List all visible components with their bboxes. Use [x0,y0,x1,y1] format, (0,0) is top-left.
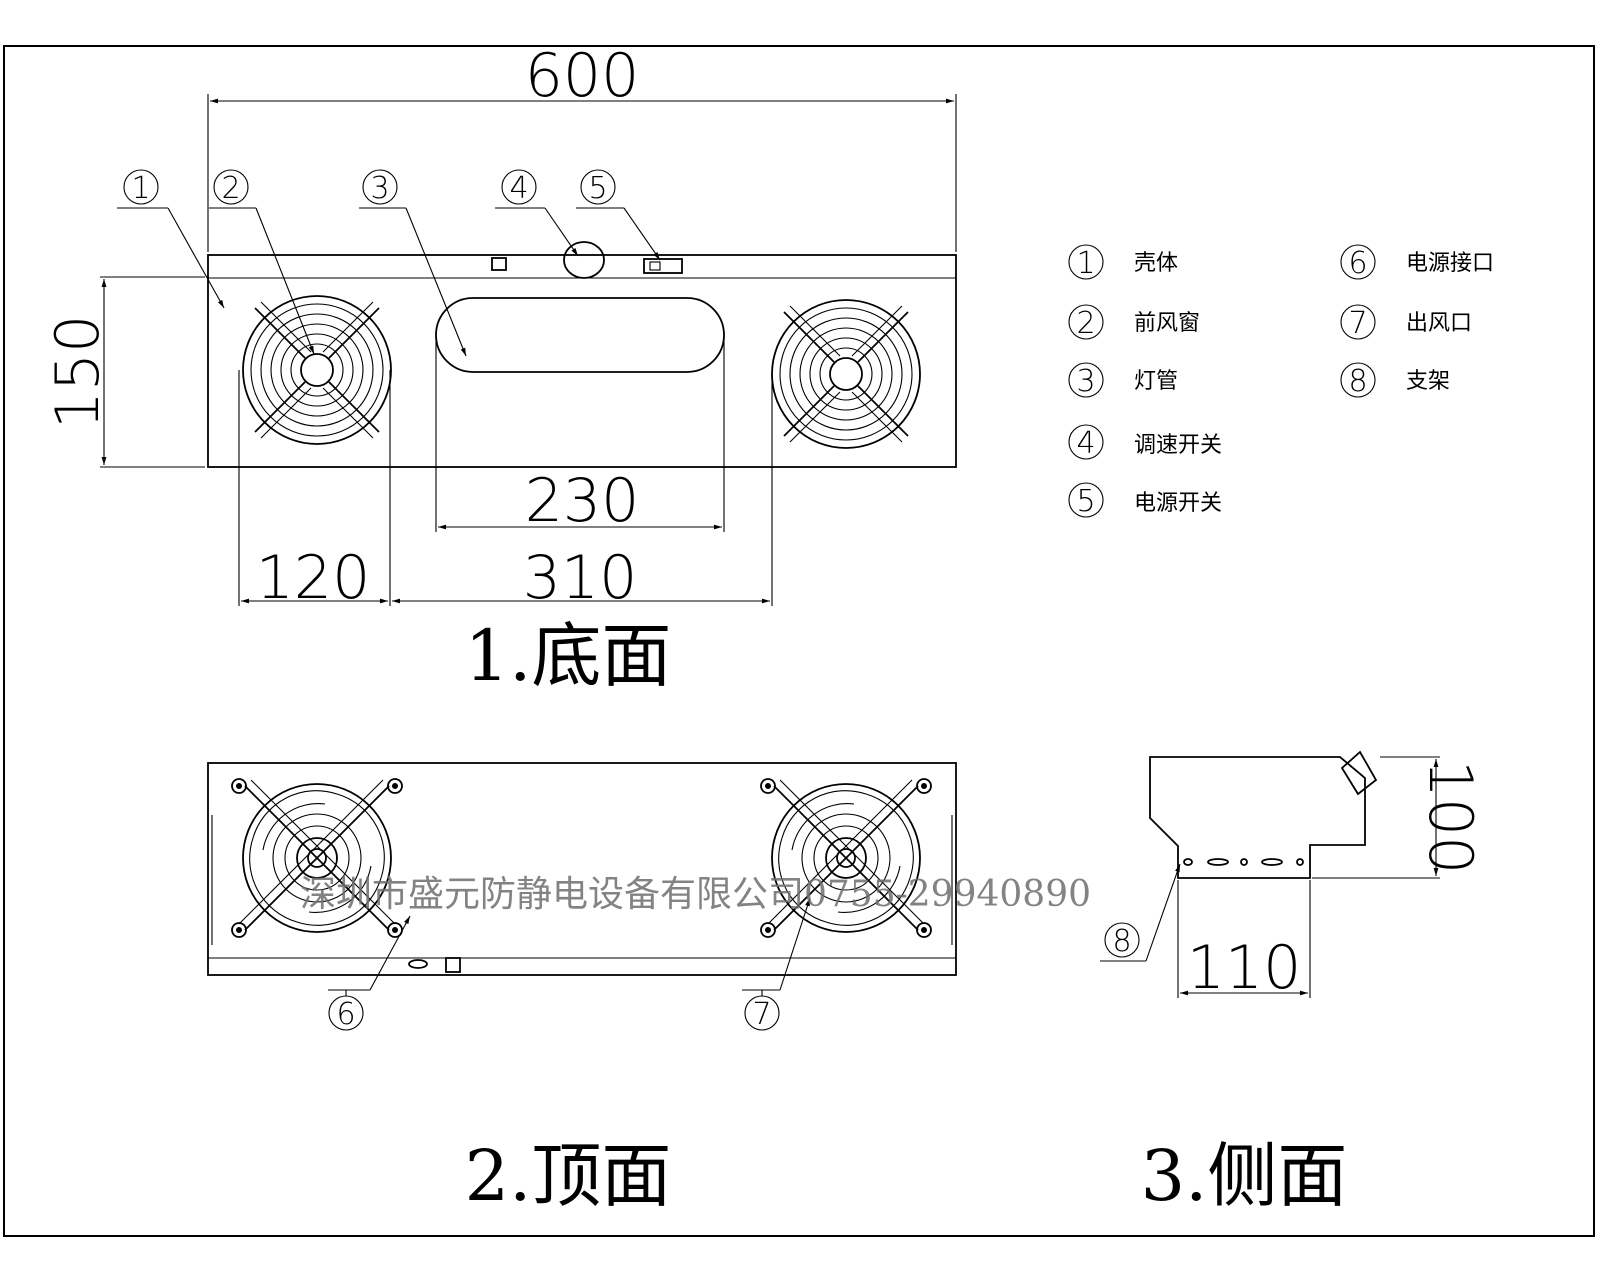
power-switch-fitting [643,258,683,274]
svg-text:3: 3 [370,171,389,206]
right-front-fan [771,299,921,449]
dim-side-height: 100 [1415,760,1485,875]
legend-item-1: 1 壳体 [1068,244,1178,281]
svg-text:3: 3 [1076,364,1095,399]
svg-text:调速开关: 调速开关 [1134,433,1222,458]
power-inlet-hole [408,959,428,969]
svg-text:6: 6 [1348,246,1367,281]
callout-1: 1 [117,169,225,309]
callout-6: 6 [328,915,411,1032]
svg-text:1: 1 [131,171,150,206]
svg-text:7: 7 [1348,306,1367,341]
side-knob [1340,750,1378,796]
dim-fan-width: 120 [256,543,371,613]
top-housing-outline [207,762,957,976]
svg-text:7: 7 [752,997,771,1032]
left-front-fan [242,295,392,445]
legend-item-2: 2 前风窗 [1068,304,1200,341]
side-view: 100 110 8 3.侧面 [1100,750,1485,1217]
svg-text:电源开关: 电源开关 [1134,491,1222,516]
dim-height: 150 [43,315,113,430]
bottom-view: 600 150 230 120 310 1 2 [43,41,957,697]
dim-fan-spacing: 310 [523,543,638,613]
svg-text:5: 5 [1076,484,1095,519]
legend-item-4: 4 调速开关 [1068,424,1222,461]
svg-text:4: 4 [1076,426,1095,461]
dim-overall-length: 600 [525,41,640,111]
svg-text:电源接口: 电源接口 [1406,251,1494,276]
svg-text:5: 5 [588,171,607,206]
svg-text:前风窗: 前风窗 [1134,311,1200,336]
svg-text:壳体: 壳体 [1134,251,1178,276]
drawing-frame [3,45,1595,1237]
dim-lamp-length: 230 [525,466,640,536]
power-inlet-socket [445,957,461,973]
power-connector-fitting [491,257,507,271]
view-title-top: 2.顶面 [465,1135,672,1217]
callout-3: 3 [359,169,467,357]
svg-text:支架: 支架 [1406,369,1450,394]
legend-item-6: 6 电源接口 [1340,244,1494,281]
legend-item-5: 5 电源开关 [1068,482,1222,519]
legend-item-8: 8 支架 [1340,362,1450,399]
svg-text:8: 8 [1348,364,1367,399]
housing-outline [207,254,957,468]
svg-text:灯管: 灯管 [1134,369,1178,394]
svg-text:2: 2 [1076,306,1095,341]
svg-text:2: 2 [221,171,240,206]
top-view: 6 7 2.顶面 [207,762,957,1217]
callout-2: 2 [209,169,315,355]
speed-knob [563,241,605,279]
company-watermark: 深圳市盛元防静电设备有限公司0755-29940890 [300,874,1091,915]
svg-text:6: 6 [336,997,355,1032]
side-housing-outline [1149,756,1366,879]
legend-item-7: 7 出风口 [1340,304,1472,341]
svg-text:出风口: 出风口 [1406,311,1472,336]
lamp-window [435,297,725,373]
view-title-bottom: 1.底面 [465,615,672,697]
view-title-side: 3.侧面 [1141,1135,1348,1217]
legend-item-3: 3 灯管 [1068,362,1178,399]
callout-4: 4 [495,169,579,257]
callout-7: 7 [742,897,811,1032]
svg-text:1: 1 [1076,246,1095,281]
dim-side-width: 110 [1187,933,1302,1003]
svg-text:8: 8 [1112,924,1131,959]
legend: 1 壳体 2 前风窗 3 灯管 4 调速开关 5 电源开关 6 电源接口 [1068,244,1494,519]
svg-text:4: 4 [509,171,528,206]
callout-8: 8 [1100,863,1181,962]
callout-5: 5 [576,169,661,261]
